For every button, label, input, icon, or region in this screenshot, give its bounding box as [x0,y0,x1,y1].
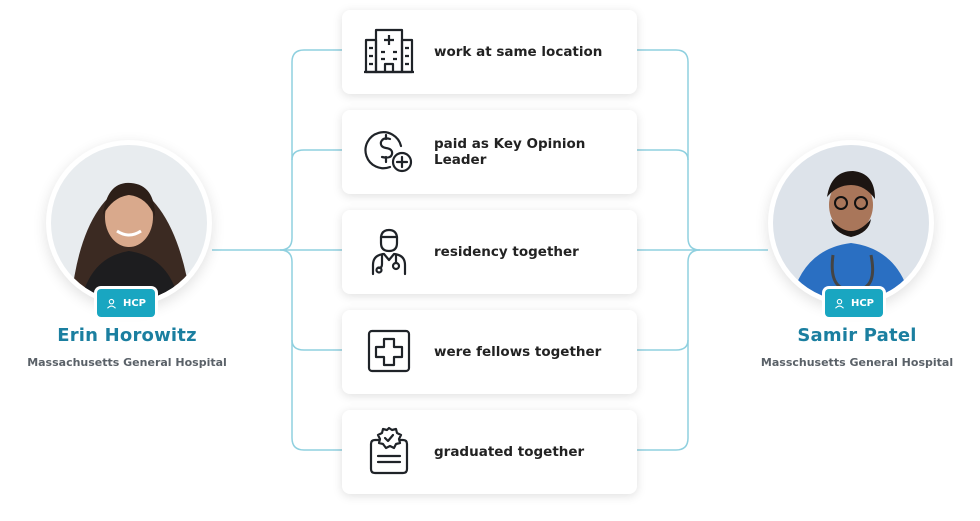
relationship-label: residency together [434,244,579,260]
woman-portrait-icon [51,145,207,301]
relationship-card-fellows[interactable]: were fellows together [342,310,637,394]
medical-cross-icon [367,329,411,373]
relationship-label: paid as Key Opinion Leader [434,136,586,168]
avatar [768,140,934,306]
dollar-plus-icon [364,131,413,173]
user-icon [107,298,116,309]
hcp-badge: HCP [97,289,155,317]
relationship-card-same-location[interactable]: work at same location [342,10,637,94]
relationship-card-graduated[interactable]: graduated together [342,410,637,494]
hospital-building-icon [364,28,414,74]
badge-label: HCP [850,297,875,309]
relationship-card-key-opinion-leader[interactable]: paid as Key Opinion Leader [342,110,637,194]
relationship-card-residency[interactable]: residency together [342,210,637,294]
diploma-certificate-icon [369,426,409,475]
user-icon [835,298,844,309]
man-portrait-icon [773,145,929,301]
avatar [46,140,212,306]
person-name[interactable]: Samir Patel [797,325,917,346]
relationship-label: work at same location [434,44,603,60]
person-organization: Masschusetts General Hospital [760,356,954,369]
relationship-label: graduated together [434,444,585,460]
badge-label: HCP [122,297,147,309]
hcp-badge: HCP [825,289,883,317]
person-organization: Massachusetts General Hospital [27,356,227,369]
relationship-label: were fellows together [434,344,602,360]
person-name[interactable]: Erin Horowitz [57,325,197,346]
doctor-icon [371,228,407,276]
